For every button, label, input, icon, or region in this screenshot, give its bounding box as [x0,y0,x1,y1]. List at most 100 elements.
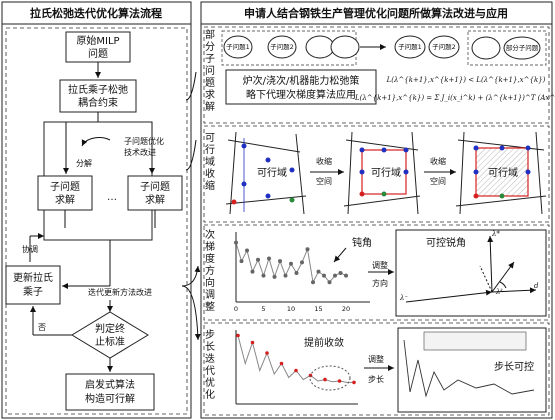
relax-coupling-box [59,79,137,113]
stepsize-point [337,379,342,383]
original-milp-label-2: 问题 [88,47,108,60]
subproblem-circle-1 [223,35,253,59]
vertical-label-char: 行 [205,143,215,156]
vertical-label-char: 长 [205,341,215,353]
subgradient-point [338,270,343,275]
section4-frame [203,322,550,416]
subproblem-circle-7 [471,36,501,60]
shrink-label-2a: 收缩 [430,156,446,166]
stepsize-point [236,333,240,338]
section2-content: 可行域 收缩 空间 可行域 收缩 空间 [225,131,547,215]
left-panel-title: 拉氏松弛迭代优化算法流程 [30,6,162,20]
feasible-label-2: 可行域 [371,166,401,179]
vertical-label-char: 收 [205,167,215,180]
circle-label-5: 部分子问题 [506,43,539,52]
strategy-caption-1: 炉次/浇次/机器能力松弛策 [243,74,360,87]
heuristic-label-2: 构造可行解 [85,392,135,405]
relaxation-strategy-box [225,69,377,105]
strategy-caption-2: 略下代理次梯度算法应用 [246,88,356,101]
left-panel: 拉氏松弛迭代优化算法流程 原始MILP 问题 拉氏乘子松弛 耦合约束 子问题优化… [1,1,192,419]
vertical-label-char: 调 [205,289,215,301]
vertical-label-char: 整 [205,300,215,313]
stepsize-point [352,380,356,385]
sub-right-label-2: 求解 [145,193,165,206]
svg-text:λ⁻: λ⁻ [399,294,408,302]
x-tick-label: 10 [287,305,295,313]
subproblem-circle-4 [330,35,360,59]
x-tick-label: 15 [314,305,322,313]
right-panel-title: 申请人结合钢铁生产管理优化问题所做算法改进与应用 [244,6,508,20]
update-label-1: 更新拉氏 [13,271,53,284]
decision-label-2: 止标准 [95,336,125,348]
update-multiplier-box [5,265,61,305]
section1-frame [203,26,550,124]
shrink-label-1a: 收缩 [316,156,332,166]
stepsize-chart [235,330,358,405]
vertical-label-char: 部 [205,28,215,41]
vertical-label-char: 向 [205,276,215,289]
section4-content: 提前收敛 调整 步长 步长可控 [235,327,547,413]
adjust-step-label-2: 步长 [368,374,384,384]
stepsize-right-diagram: 步长可控 [397,327,547,413]
vertical-label-char: 度 [205,252,215,265]
circle-label-4: 子问题2 [432,43,456,51]
vertical-label-char: 子 [205,53,215,65]
sub-left-label-2: 求解 [55,193,75,206]
subgradient-point [261,273,266,278]
heuristic-box [65,373,155,411]
subgradient-point [250,269,255,274]
subgradient-point [311,280,315,285]
subgradient-point [239,259,244,264]
svg-text:λᵏ: λᵏ [495,288,503,296]
original-milp-label-1: 原始MILP [76,34,119,47]
vertical-label-char: 优 [205,376,215,389]
update-method-label: 迭代更新方法改进 [88,287,152,297]
stepsize-point [265,351,269,355]
subgradient-point [234,240,238,245]
circle-label-1: 子问题1 [226,43,250,51]
adjust-direction-label-2: 方向 [372,278,388,288]
feasible-label-3: 可行域 [488,166,518,179]
stepsize-point [323,377,327,382]
controllable-step-label: 步长可控 [494,360,534,373]
subgradient-point [305,247,310,252]
feasible-label-1: 可行域 [257,166,287,179]
subgradient-point [322,273,326,278]
formula-inequality: L(λ^{k+1},x^{k+1}) < L(λ^{k+1},x^{k}) [386,76,546,84]
subproblem-circle-3 [305,35,335,59]
x-tick-label: 5 [261,305,265,313]
subgradient-point [245,248,249,253]
vertical-label-char: 可 [205,133,215,144]
subgradient-point [294,270,299,275]
update-label-2: 乘子 [23,286,43,298]
subgradient-point [300,260,304,265]
side-note-2: 技术改进 [124,147,156,157]
circle-label-3: 子问题1 [398,43,422,51]
section2-frame [203,125,550,223]
side-note-1: 子问题优化 [124,136,164,146]
subgradient-point [267,256,271,261]
subgradient-chart [234,232,370,303]
panel-connectors [181,71,201,341]
obtuse-angle-label: 钝角 [352,236,372,249]
decision-label-1: 判定终 [95,322,125,335]
stepsize-point [250,340,255,345]
subgradient-point [272,274,277,279]
subproblem-right-box [127,175,183,211]
no-label: 否 [38,323,46,332]
subproblem-circle-6 [428,35,460,59]
x-tick-label: 20 [342,305,350,313]
vertical-label-char: 化 [205,388,215,401]
subgradient-point [256,257,260,262]
shrink-label-1b: 空间 [316,176,332,186]
circle-label-2: 子问题2 [270,43,294,51]
subgradient-point [344,273,348,278]
subgradient-point [327,280,332,285]
vertical-label-char: 缩 [205,179,215,192]
feasible-region-panel-1: 可行域 [225,131,307,215]
svg-text:d: d [534,282,539,290]
